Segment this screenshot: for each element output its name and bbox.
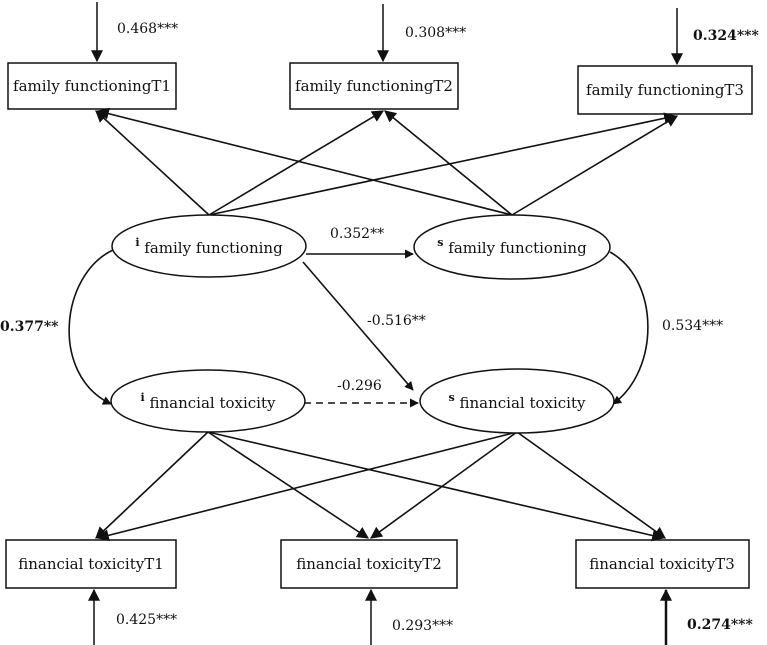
coef-resid-ff-t2: 0.308*** (405, 25, 466, 41)
latent-prefix-s-ff: s (437, 236, 443, 249)
covariance-curve-s-ff-s-ft (609, 251, 649, 405)
coef-i-ff-to-s-ff: 0.352** (330, 226, 384, 242)
coef-resid-ft-t2: 0.293*** (392, 618, 453, 634)
loading-i-ft-t3 (207, 431, 665, 542)
loading-i-ft-t1 (95, 431, 209, 539)
loading-s-ft-t2 (370, 431, 518, 539)
loading-i-ff-t3 (208, 112, 677, 216)
loading-s-ft-t3 (516, 431, 666, 539)
coef-cov-s-ff-s-ft: 0.534*** (662, 318, 723, 334)
coef-i-ff-to-s-ft: -0.516** (367, 313, 426, 329)
coef-resid-ff-t3: 0.324*** (693, 28, 759, 44)
latent-s-family-functioning (413, 214, 611, 280)
latent-i-family-functioning-label: i family functioning (135, 236, 283, 257)
latent-s-family-functioning-label: s family functioning (437, 236, 587, 257)
latent-prefix-i-ft: i (141, 391, 145, 404)
latent-name-i-ft: financial toxicity (149, 394, 276, 412)
box-family-functioning-t1 (7, 62, 177, 110)
loading-i-ff-t1 (95, 110, 210, 216)
loading-s-ft-t1 (96, 431, 518, 542)
loading-s-ff-t1 (96, 107, 513, 216)
path-i-ff-to-s-ft (302, 261, 414, 391)
box-financial-toxicity-t2-label: financial toxicityT2 (296, 555, 442, 573)
coef-resid-ft-t1: 0.425*** (116, 612, 177, 628)
latent-i-financial-toxicity (110, 369, 306, 433)
loading-s-ff-t3 (511, 115, 679, 216)
box-family-functioning-t3-label: family functioningT3 (586, 81, 744, 99)
box-financial-toxicity-t3-label: financial toxicityT3 (589, 555, 735, 573)
coef-resid-ff-t1: 0.468*** (117, 21, 178, 37)
loading-s-ff-t2 (384, 110, 513, 216)
coef-cov-i-ff-i-ft: 0.377** (0, 319, 59, 335)
latent-i-family-functioning (111, 214, 307, 278)
latent-s-financial-toxicity-label: s financial toxicity (449, 391, 587, 412)
covariance-curve-i-ff-i-ft (68, 249, 114, 405)
box-family-functioning-t3 (577, 65, 753, 115)
box-financial-toxicity-t1 (5, 539, 177, 589)
latent-i-financial-toxicity-label: i financial toxicity (141, 391, 276, 412)
latent-prefix-s-ft: s (449, 391, 455, 404)
loading-i-ft-t2 (207, 431, 370, 539)
latent-name-i-ff: family functioning (144, 239, 283, 257)
latent-prefix-i-ff: i (135, 236, 139, 249)
box-family-functioning-t1-label: family functioningT1 (13, 77, 171, 95)
box-financial-toxicity-t2 (280, 539, 458, 589)
box-family-functioning-t2-label: family functioningT2 (295, 77, 453, 95)
coef-i-ft-to-s-ft: -0.296 (337, 378, 382, 394)
loading-i-ff-t2 (208, 110, 385, 216)
latent-name-s-ff: family functioning (448, 239, 587, 257)
latent-name-s-ft: financial toxicity (459, 394, 586, 412)
box-financial-toxicity-t3 (575, 539, 750, 589)
box-family-functioning-t2 (289, 62, 459, 110)
latent-s-financial-toxicity (419, 368, 615, 434)
box-financial-toxicity-t1-label: financial toxicityT1 (18, 555, 164, 573)
coef-resid-ft-t3: 0.274*** (687, 617, 753, 633)
